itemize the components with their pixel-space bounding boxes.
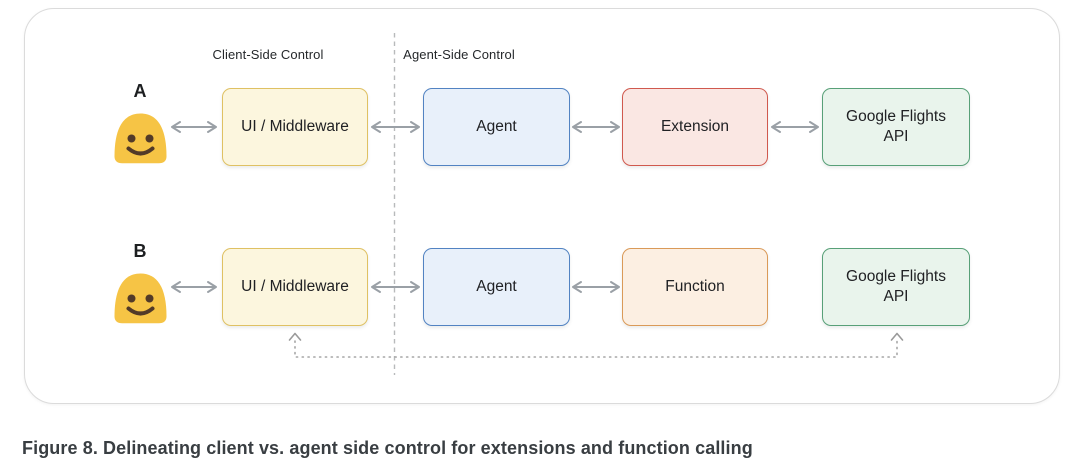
ui-middleware-box-b: UI / Middleware bbox=[222, 248, 368, 326]
row-a-label: A bbox=[133, 81, 147, 101]
function-box: Function bbox=[622, 248, 768, 326]
google-flights-api-box-b: Google Flights API bbox=[822, 248, 970, 326]
agent-box-b: Agent bbox=[423, 248, 570, 326]
diagram-panel bbox=[24, 8, 1060, 404]
client-side-control-label: Client-Side Control bbox=[212, 47, 324, 62]
figure-caption: Figure 8. Delineating client vs. agent s… bbox=[22, 438, 753, 458]
extension-box: Extension bbox=[622, 88, 768, 166]
person-a-smiley-icon bbox=[114, 113, 167, 164]
ui-middleware-box-a: UI / Middleware bbox=[222, 88, 368, 166]
agent-side-control-label: Agent-Side Control bbox=[403, 47, 515, 62]
google-flights-api-box-a: Google Flights API bbox=[822, 88, 970, 166]
row-b-label: B bbox=[133, 241, 147, 261]
agent-box-a: Agent bbox=[423, 88, 570, 166]
person-b-smiley-icon bbox=[114, 273, 167, 324]
